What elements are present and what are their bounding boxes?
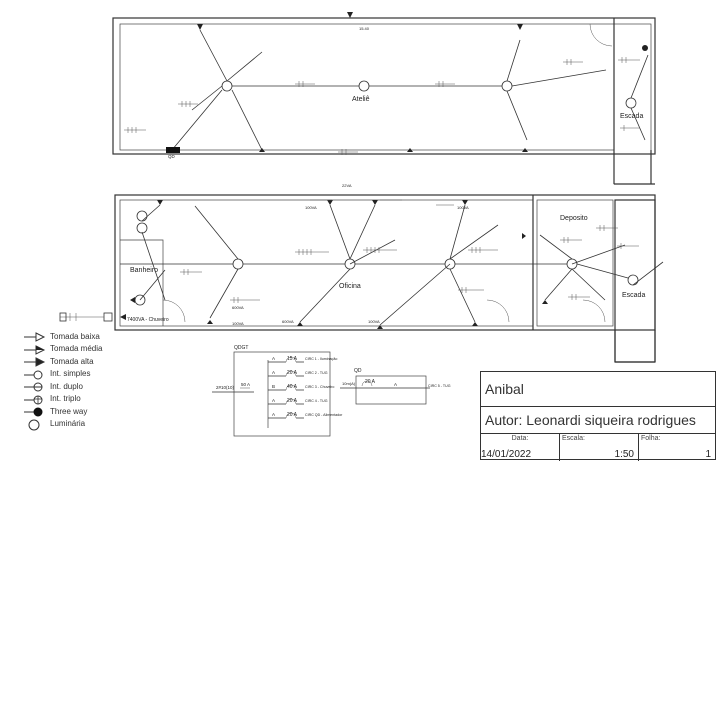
breaker-phase: A xyxy=(272,398,275,403)
qd-label: QD xyxy=(354,368,362,374)
qd-panel-diagram: QD 10m(A) 20 A A CIRC 5 - TUG xyxy=(340,368,451,405)
breaker-phase: B xyxy=(272,384,275,389)
legend-item: Luminária xyxy=(22,418,172,431)
breaker-rating: 15 A xyxy=(287,356,298,362)
int-duplo-icon xyxy=(22,380,46,392)
load-100va-b: 100VA xyxy=(305,205,317,210)
qdgt-breaker-row: B 40 A CIRC 3 - Chuveiro xyxy=(268,384,334,391)
room-label-escada-lower: Escada xyxy=(622,292,645,299)
qdgt-label: QDGT xyxy=(234,345,248,351)
legend-label: Luminária xyxy=(50,419,86,429)
breaker-rating: 20 A xyxy=(287,412,298,418)
legend-label: Tomada média xyxy=(50,344,103,354)
breaker-circuit: CIRC 1 - Iluminação xyxy=(305,357,337,361)
legend-item: Tomada alta xyxy=(22,355,172,368)
qd-breaker: 20 A xyxy=(365,379,376,385)
sheet-label: Folha: xyxy=(641,435,661,442)
legend-item: Tomada baixa xyxy=(22,330,172,343)
load-100va-d: 100VA xyxy=(368,319,380,324)
main-cable: 2#10(10) xyxy=(216,385,235,390)
qd-feed: 10m(A) xyxy=(342,381,356,386)
qdgt-breaker-row: A 20 A CIRC 2 - TUG xyxy=(268,370,328,377)
qd-box xyxy=(166,147,180,153)
load-22va: 22VA xyxy=(342,183,352,188)
breaker-circuit: CIRC QD - Alimentador xyxy=(305,413,343,417)
tomada-baixa-icon xyxy=(22,330,46,343)
room-label-deposito: Deposito xyxy=(560,215,588,222)
room-label-atelie: Ateliê xyxy=(352,96,370,103)
title-block: Anibal Autor: Leonardi siqueira rodrigue… xyxy=(480,371,716,461)
legend-item: Three way xyxy=(22,405,172,418)
legend-label: Tomada alta xyxy=(50,356,94,366)
luminaria-icon xyxy=(22,418,46,431)
legend-label: Int. duplo xyxy=(50,381,83,391)
chuveiro-label: 7400VA - Chuveiro xyxy=(127,317,169,323)
tomada-alta-icon xyxy=(22,355,46,368)
legend-label: Three way xyxy=(50,406,88,416)
legend-item: Int. triplo xyxy=(22,393,172,406)
breaker-circuit: CIRC 2 - TUG xyxy=(305,371,328,375)
scale-label: Escala: xyxy=(562,435,585,442)
load-100va-a: 100VA xyxy=(232,321,244,326)
project-name: Anibal xyxy=(481,372,715,407)
qd-circ: CIRC 5 - TUG xyxy=(428,384,451,388)
breaker-rating: 40 A xyxy=(287,384,298,390)
load-600va-a: 600VA xyxy=(232,305,244,310)
main-breaker: 50 A xyxy=(241,382,250,387)
breaker-circuit: CIRC 3 - Chuveiro xyxy=(305,385,334,389)
qd-label-upper: QD xyxy=(168,154,176,159)
legend-label: Int. simples xyxy=(50,369,91,379)
room-label-banheiro: Banheiro xyxy=(130,267,158,274)
qdgt-breaker-row: A 20 A CIRC QD - Alimentador xyxy=(268,412,343,419)
three-way-icon xyxy=(22,405,46,417)
int-triplo-icon xyxy=(22,393,46,405)
qdgt-panel-diagram: QDGT 2#10(10) 50 A A 15 A CIRC 1 - Ilumina… xyxy=(212,345,343,437)
qd-phase: A xyxy=(394,382,397,387)
breaker-phase: A xyxy=(272,356,275,361)
date-value: 14/01/2022 xyxy=(481,449,532,460)
qdgt-breaker-row: A 15 A CIRC 1 - Iluminação xyxy=(268,356,337,363)
three-way-mark xyxy=(642,45,648,51)
legend-item: Tomada média xyxy=(22,343,172,356)
svg-text:15.40: 15.40 xyxy=(359,26,370,31)
lower-floor: Banheiro Oficina Deposito Escada 7400VA … xyxy=(59,183,664,363)
load-100va-c: 100VA xyxy=(457,205,469,210)
legend-label: Int. triplo xyxy=(50,394,81,404)
sheet-cell: Folha: 1 xyxy=(639,434,715,461)
tomada-media-icon xyxy=(22,343,46,355)
date-label: Data: xyxy=(511,435,529,442)
author: Autor: Leonardi siqueira rodrigues xyxy=(481,407,715,434)
title-block-footer: Data: 14/01/2022 Escala: 1:50 Folha: 1 xyxy=(481,434,715,461)
breaker-circuit: CIRC 4 - TUG xyxy=(305,399,328,403)
breaker-rating: 20 A xyxy=(287,398,298,404)
breaker-phase: A xyxy=(272,412,275,417)
qdgt-breaker-row: A 20 A CIRC 4 - TUG xyxy=(268,398,328,405)
legend-item: Int. simples xyxy=(22,368,172,381)
load-600va-b: 600VA xyxy=(282,319,294,324)
legend-item: Int. duplo xyxy=(22,380,172,393)
breaker-rating: 20 A xyxy=(287,370,298,376)
scale-cell: Escala: 1:50 xyxy=(560,434,639,461)
room-label-oficina: Oficina xyxy=(339,283,361,290)
sheet-value: 1 xyxy=(705,449,711,460)
breaker-phase: A xyxy=(272,370,275,375)
int-simples-icon xyxy=(22,368,46,380)
date-cell: Data: 14/01/2022 xyxy=(481,434,560,461)
scale-value: 1:50 xyxy=(614,449,634,460)
legend-label: Tomada baixa xyxy=(50,331,100,341)
room-label-escada-upper: Escada xyxy=(620,113,643,120)
upper-floor: 15.40 Ateliê Escada QD xyxy=(112,12,656,185)
